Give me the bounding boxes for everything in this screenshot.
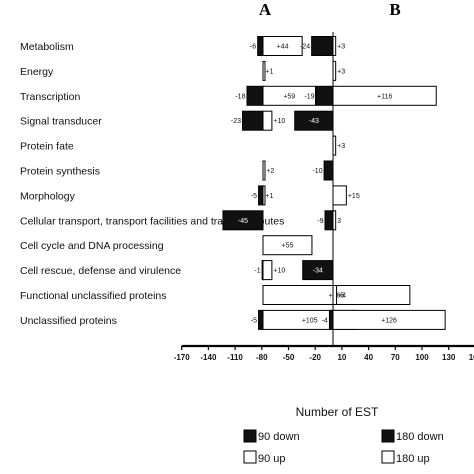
bar-value-label: 3 <box>337 218 341 225</box>
bar <box>262 160 266 181</box>
bar <box>332 185 347 206</box>
bar-value-label: -5 <box>251 317 257 324</box>
category-label: Protein synthesis <box>20 166 100 178</box>
legend-swatch-up <box>381 450 395 464</box>
bar <box>323 160 334 181</box>
bar-value-label: -1 <box>254 268 260 275</box>
bar-value-label: +3 <box>337 68 345 75</box>
legend-label: 90 down <box>258 431 300 443</box>
category-label: Signal transducer <box>20 116 102 128</box>
x-tick-label: 40 <box>364 353 373 362</box>
bar-value-label: -6 <box>250 44 256 51</box>
category-label: Energy <box>20 66 54 78</box>
x-tick-label: -20 <box>309 353 321 362</box>
category-label: Protein fate <box>20 141 74 153</box>
bar-value-label: -24 <box>300 44 310 51</box>
x-tick-label: -170 <box>174 353 191 362</box>
bar-value-label: -18 <box>235 93 245 100</box>
legend-label: 180 up <box>396 453 430 465</box>
bar-value-label: +3 <box>337 44 345 51</box>
bar <box>222 210 264 231</box>
category-label: Transcription <box>20 91 80 103</box>
bar <box>262 85 317 106</box>
bar-value-label: +105 <box>302 317 318 324</box>
category-label: Morphology <box>20 190 76 202</box>
bar <box>332 285 338 305</box>
category-label: Functional unclassified proteins <box>20 290 167 302</box>
bar <box>258 185 264 206</box>
bar-value-label: -9 <box>317 218 323 225</box>
x-tick-label: 130 <box>442 353 456 362</box>
bar-value-label: -19 <box>304 93 314 100</box>
bar-value-label: +126 <box>381 317 397 324</box>
bar <box>262 235 313 256</box>
bar-value-label: -4 <box>322 317 328 324</box>
bar <box>324 210 334 231</box>
x-axis-title: Number of EST <box>296 405 379 419</box>
bar <box>311 36 334 56</box>
legend: 90 down 180 down 90 up 180 up <box>243 429 444 465</box>
bar-value-label: -43 <box>309 118 319 125</box>
bar-value-label: +3 <box>337 143 345 150</box>
x-tick-label: -140 <box>200 353 217 362</box>
bar-value-label: +10 <box>273 268 285 275</box>
bar-value-label: -34 <box>313 268 323 275</box>
legend-swatch-up <box>243 450 257 464</box>
category-label: Metabolism <box>20 41 74 53</box>
bar <box>262 110 273 131</box>
bar-value-label: +10 <box>273 118 285 125</box>
bar-value-label: +55 <box>282 243 294 250</box>
bar <box>258 309 264 330</box>
legend-swatch-down <box>243 429 257 443</box>
bar <box>262 36 303 56</box>
bar <box>262 185 266 206</box>
panel-label-b: B <box>389 0 400 19</box>
bar <box>262 260 273 281</box>
bar-value-label: -45 <box>238 218 248 225</box>
bar-value-label: -10 <box>312 168 322 175</box>
bar-value-label: +1 <box>265 68 273 75</box>
x-tick-label: -80 <box>256 353 268 362</box>
x-tick-label: 100 <box>415 353 429 362</box>
bars: -6 -18 -23 -5 -45 -1 -5 +44 +1 +59 +10 +2 +1 +55 +10 +1… <box>222 36 446 330</box>
legend-swatch-down <box>381 429 395 443</box>
x-tick-label: -50 <box>283 353 295 362</box>
category-label: Unclassified proteins <box>20 315 117 327</box>
bar-value-label: +15 <box>348 193 360 200</box>
bar-value-label: +44 <box>277 44 289 51</box>
x-axis: -170 -140 -110 -80 -50 -20 10 40 70 100 130 160 <box>174 32 474 362</box>
bar <box>257 36 264 56</box>
legend-label: 90 up <box>258 453 286 465</box>
category-label: Cell cycle and DNA processing <box>20 240 164 252</box>
bar-value-label: +116 <box>377 93 392 100</box>
bar <box>262 60 266 81</box>
legend-label: 180 down <box>396 431 444 443</box>
bar-value-label: -23 <box>231 118 241 125</box>
bar-value-label: +1 <box>265 193 273 200</box>
bar <box>328 309 334 330</box>
x-tick-label: 70 <box>391 353 400 362</box>
bar-value-label: +59 <box>283 93 295 100</box>
bar <box>246 85 264 106</box>
bar-value-label: +4 <box>338 293 346 300</box>
bar <box>242 110 264 131</box>
bar-value-label: +2 <box>266 168 274 175</box>
bar-value-label: -5 <box>251 193 257 200</box>
bar <box>315 85 334 106</box>
x-tick-label: 160 <box>469 353 474 362</box>
x-tick-label: -110 <box>227 353 243 362</box>
x-tick-label: 10 <box>337 353 346 362</box>
category-label: Cellular transport, transport facilities… <box>20 215 284 227</box>
category-label: Cell rescue, defense and virulence <box>20 265 181 277</box>
panel-label-a: A <box>259 0 272 19</box>
